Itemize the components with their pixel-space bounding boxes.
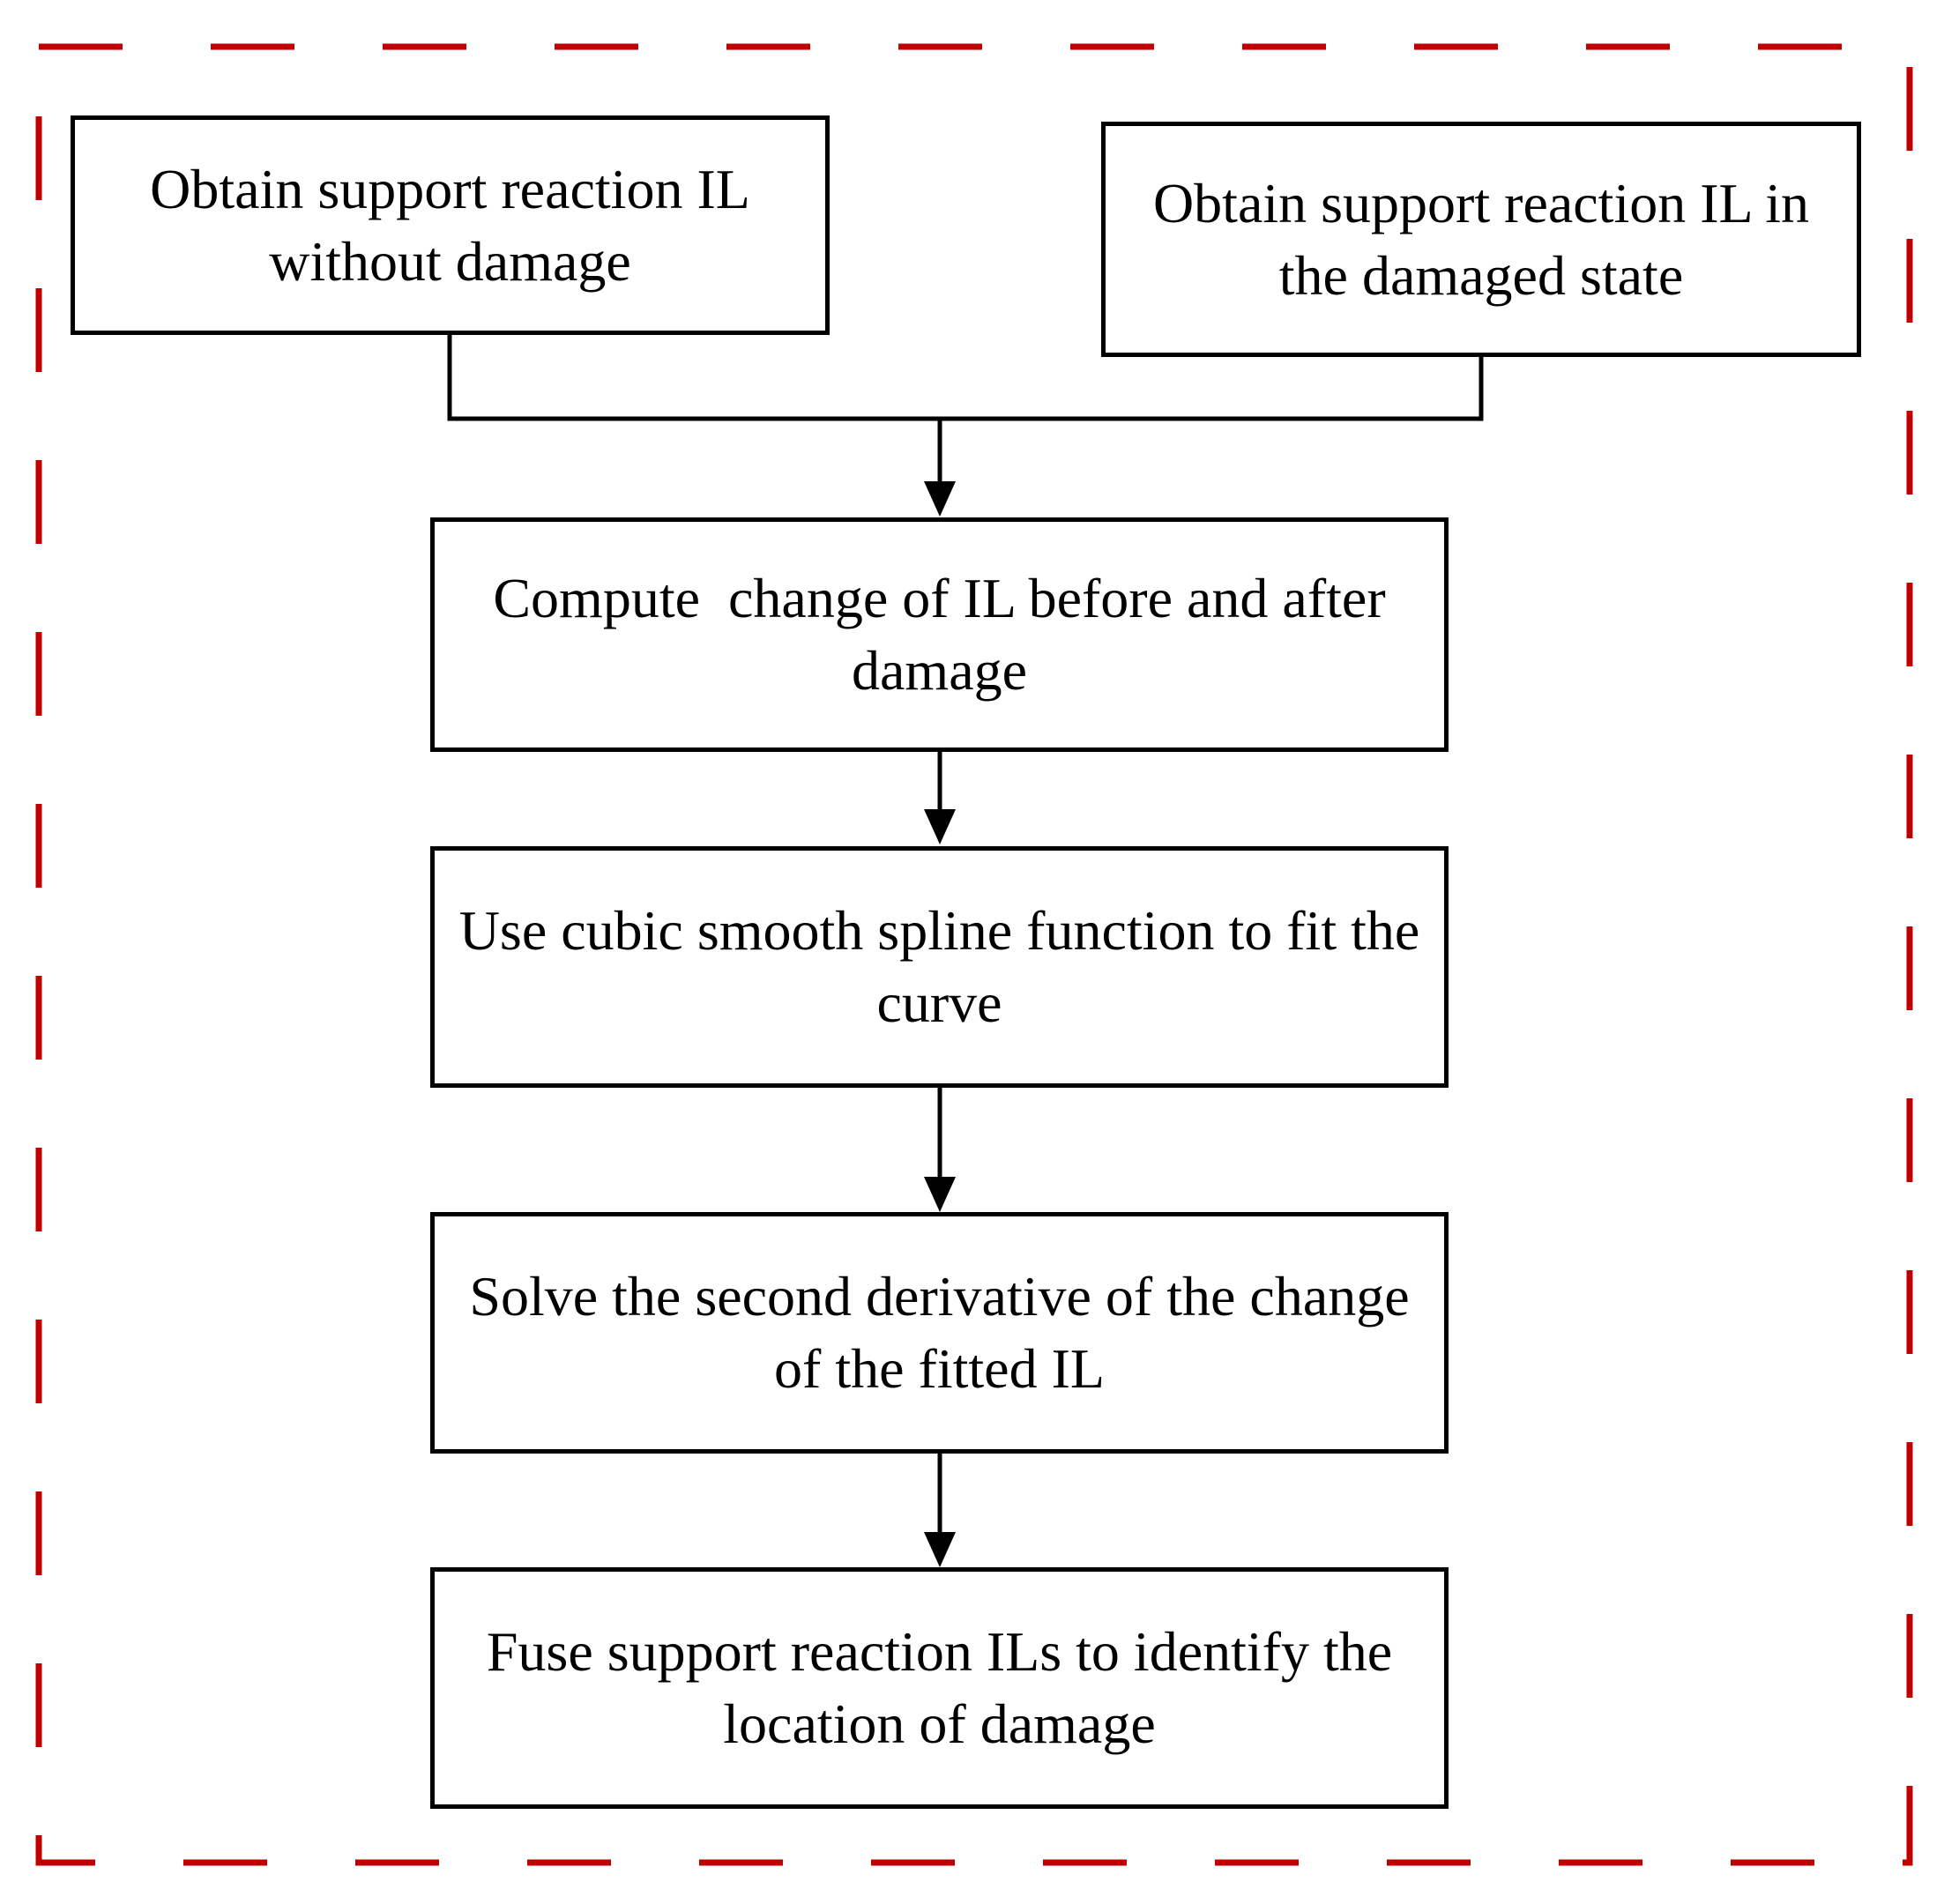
arrowhead-to-compute bbox=[924, 481, 956, 517]
connector-right-top bbox=[940, 355, 1484, 421]
dashed-frame bbox=[35, 43, 1913, 1866]
box-spline-fit: Use cubic smooth spline function to fit … bbox=[430, 846, 1449, 1088]
connector-left-top bbox=[447, 333, 940, 421]
arrowhead-to-derivative bbox=[924, 1177, 956, 1212]
box-spline-fit-label: Use cubic smooth spline function to fit … bbox=[458, 899, 1434, 1034]
box-without-damage-label: Obtain support reaction IL without damag… bbox=[150, 157, 764, 293]
box-fuse: Fuse support reaction ILs to identify th… bbox=[430, 1567, 1449, 1809]
box-damaged-state-label: Obtain support reaction IL in the damage… bbox=[1152, 171, 1824, 307]
box-second-derivative: Solve the second derivative of the chang… bbox=[430, 1212, 1449, 1454]
box-damaged-state: Obtain support reaction IL in the damage… bbox=[1101, 122, 1861, 357]
box-fuse-label: Fuse support reaction ILs to identify th… bbox=[486, 1620, 1407, 1755]
box-second-derivative-label: Solve the second derivative of the chang… bbox=[469, 1265, 1424, 1400]
arrowhead-to-spline bbox=[924, 809, 956, 844]
box-without-damage: Obtain support reaction IL without damag… bbox=[71, 115, 830, 335]
box-compute-change: Compute change of IL before and after da… bbox=[430, 517, 1449, 752]
box-compute-change-label: Compute change of IL before and after da… bbox=[493, 567, 1400, 702]
arrowhead-to-fuse bbox=[924, 1532, 956, 1567]
